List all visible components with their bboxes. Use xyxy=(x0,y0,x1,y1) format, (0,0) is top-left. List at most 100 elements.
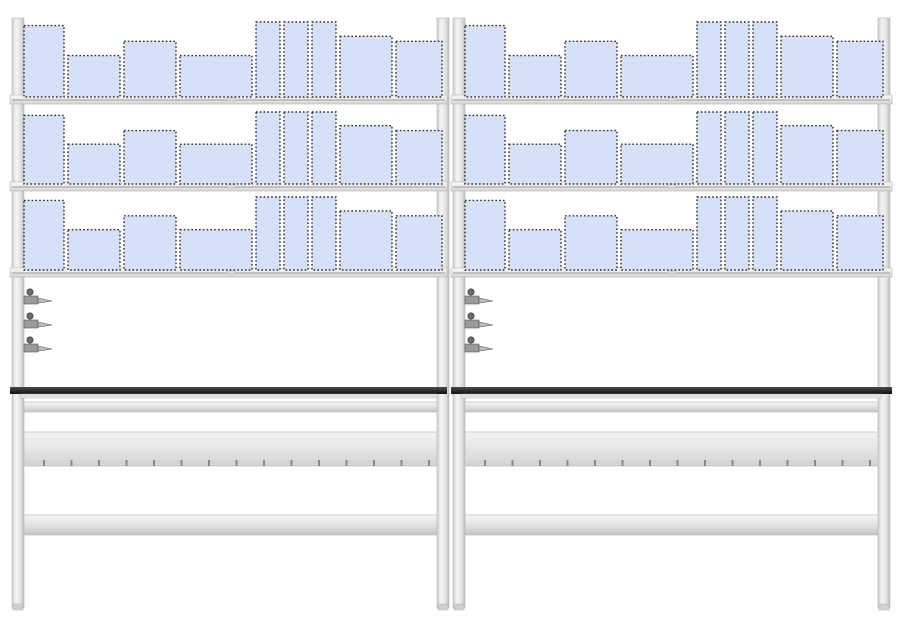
storage-bin xyxy=(780,210,834,271)
storage-bin xyxy=(752,111,778,185)
pegboard-hook xyxy=(373,460,375,466)
storage-bin xyxy=(179,54,253,98)
storage-bin xyxy=(696,21,722,98)
pegboard-hook xyxy=(566,460,569,466)
valve-nozzle xyxy=(478,345,494,352)
lower-crossbar xyxy=(460,514,881,536)
valve-nozzle xyxy=(478,321,494,328)
leveling-foot xyxy=(453,603,465,611)
storage-bin xyxy=(255,196,281,271)
storage-bin xyxy=(311,21,337,98)
leveling-foot xyxy=(437,603,449,611)
pegboard-hook xyxy=(511,460,514,466)
gas-valves xyxy=(23,288,494,353)
valve-nozzle xyxy=(37,321,53,328)
storage-bin xyxy=(836,40,884,98)
pegboard-hook xyxy=(704,460,706,466)
upright-post xyxy=(877,17,891,609)
upright-post xyxy=(11,17,25,609)
worktop-lip xyxy=(460,393,883,399)
storage-bin xyxy=(255,111,281,185)
storage-bin xyxy=(508,54,562,98)
storage-bin xyxy=(67,228,121,271)
valve-knob xyxy=(26,312,34,320)
storage-bin xyxy=(724,21,750,98)
leveling-foot xyxy=(878,603,890,611)
pegboard-hook xyxy=(869,460,871,466)
storage-bin xyxy=(283,196,309,271)
pegboard-hook xyxy=(125,460,128,466)
storage-bin xyxy=(508,143,562,185)
valve-nozzle xyxy=(37,297,53,304)
worktop xyxy=(451,387,892,394)
apron-rail xyxy=(19,401,440,413)
worktop xyxy=(10,387,447,394)
valve-body xyxy=(23,319,39,329)
pegboard-hook xyxy=(180,460,183,466)
storage-bin xyxy=(564,215,618,271)
storage-bin xyxy=(836,129,884,185)
pegboard-hook xyxy=(594,460,596,466)
pegboard-hook xyxy=(345,460,348,466)
valve-knob xyxy=(467,312,475,320)
storage-bin xyxy=(836,215,884,271)
valve-knob xyxy=(467,288,475,296)
left-bay-bins-row-2 xyxy=(23,111,443,185)
worktop-lip xyxy=(19,393,438,399)
lower-crossbar xyxy=(19,514,440,536)
leveling-foot xyxy=(12,603,24,611)
storage-bin xyxy=(464,199,506,271)
pegboard-hook xyxy=(814,460,816,466)
storage-bin xyxy=(696,111,722,185)
upright-post xyxy=(436,17,450,609)
pegboard-hook xyxy=(318,460,320,466)
valve-body xyxy=(464,295,480,305)
gas-valve-icon xyxy=(464,288,494,305)
storage-bin xyxy=(67,143,121,185)
storage-bin xyxy=(311,111,337,185)
pegboard-hook xyxy=(428,460,430,466)
pegboard-hook xyxy=(400,460,403,466)
pegboard-panel xyxy=(19,431,440,467)
gas-valve-icon xyxy=(464,312,494,329)
pegboard-hook xyxy=(153,460,155,466)
valve-nozzle xyxy=(37,345,53,352)
storage-bin xyxy=(464,24,506,98)
left-bay-frame xyxy=(10,17,450,611)
pegboard-hook xyxy=(98,460,100,466)
storage-bin xyxy=(620,54,694,98)
storage-bin xyxy=(23,199,65,271)
pegboard-hook xyxy=(484,460,486,466)
gas-valve-icon xyxy=(23,312,53,329)
valve-body xyxy=(23,295,39,305)
pegboard-hook xyxy=(290,460,293,466)
storage-bin xyxy=(67,54,121,98)
storage-bin xyxy=(339,210,393,271)
pegboard-hook xyxy=(759,460,761,466)
storage-bin xyxy=(395,215,443,271)
storage-bin xyxy=(780,125,834,185)
valve-knob xyxy=(467,336,475,344)
storage-bin xyxy=(508,228,562,271)
bench-frame xyxy=(10,17,892,611)
storage-bin xyxy=(564,129,618,185)
storage-bin xyxy=(255,21,281,98)
gas-valve-icon xyxy=(23,288,53,305)
pegboard-hook xyxy=(539,460,541,466)
valve-body xyxy=(464,319,480,329)
upright-post xyxy=(452,17,466,609)
storage-bin xyxy=(123,129,177,185)
storage-bin xyxy=(395,129,443,185)
storage-bin xyxy=(620,228,694,271)
storage-bin xyxy=(179,143,253,185)
valve-knob xyxy=(26,336,34,344)
right-bay-bins-row-1 xyxy=(464,21,884,98)
storage-bin xyxy=(283,21,309,98)
left-bay-bins-row-3 xyxy=(23,196,443,271)
storage-bins xyxy=(23,21,884,271)
storage-bin xyxy=(780,35,834,98)
storage-bin xyxy=(464,114,506,185)
right-bay-bins-row-2 xyxy=(464,111,884,185)
